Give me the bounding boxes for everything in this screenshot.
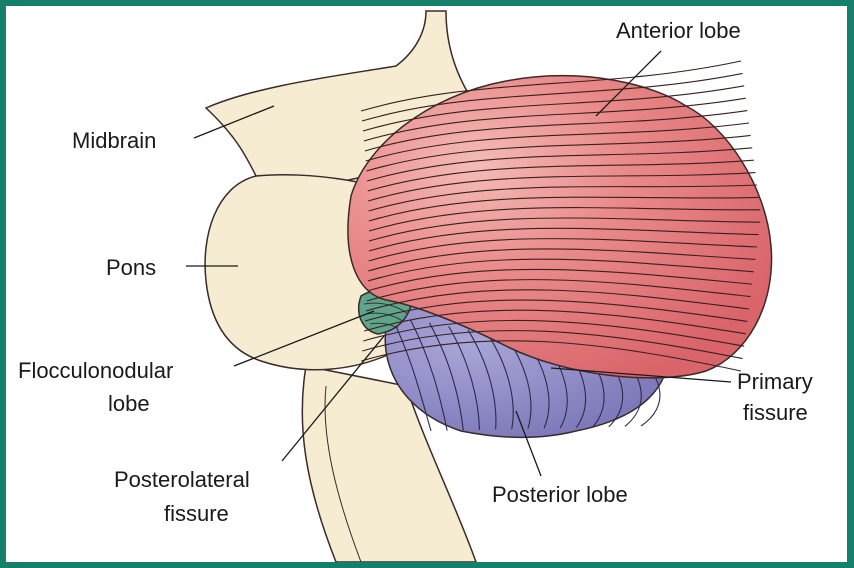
label-posterolateral-line1: Posterolateral [114, 467, 250, 492]
label-pons: Pons [106, 255, 156, 280]
label-primary-line2: fissure [743, 400, 808, 425]
label-flocculonodular-line2: lobe [108, 391, 150, 416]
label-anterior-lobe: Anterior lobe [616, 18, 741, 43]
label-posterior-lobe: Posterior lobe [492, 482, 628, 507]
diagram-canvas: Anterior lobe Midbrain Pons Flocculonodu… [6, 6, 847, 562]
label-primary-line1: Primary [737, 369, 813, 394]
label-posterolateral-line2: fissure [164, 501, 229, 526]
label-flocculonodular-line1: Flocculonodular [18, 358, 173, 383]
label-midbrain: Midbrain [72, 128, 156, 153]
